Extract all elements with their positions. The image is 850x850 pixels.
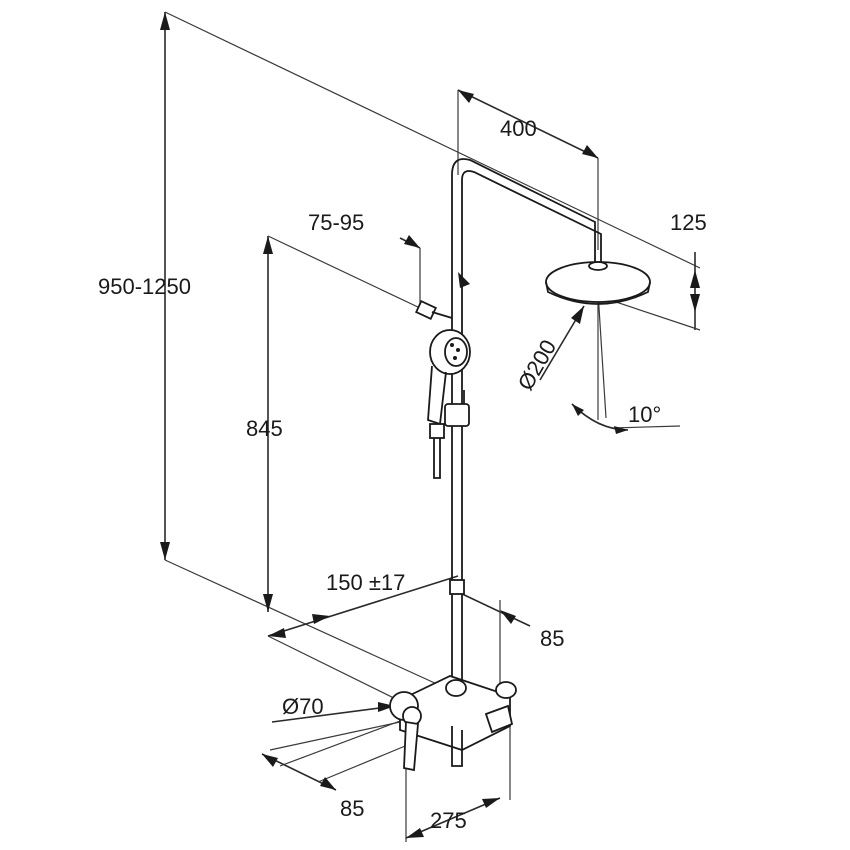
mixer-depth-arrow-right	[320, 777, 336, 790]
head-diameter-arrow	[571, 306, 584, 324]
spray-nozzle	[450, 343, 454, 347]
mixer-centres-arrow-left	[268, 628, 286, 638]
mixer-centres-label: 150 ±17	[326, 570, 405, 595]
dimension-lines	[160, 11, 701, 842]
wall-bracket-arm	[431, 311, 453, 319]
hand-shower-handle	[427, 365, 447, 426]
spray-nozzle	[456, 348, 460, 352]
tilt-arc	[571, 403, 629, 431]
head-diameter-label: Ø200	[513, 335, 562, 394]
handle-diameter-extension	[269, 721, 401, 751]
tilt-arrow-left	[572, 404, 584, 416]
bath-spout	[451, 726, 463, 767]
handle-diameter-label: Ø70	[282, 694, 324, 719]
spray-nozzle	[453, 356, 457, 360]
head-tilt-line	[597, 291, 607, 419]
handle-diameter-leader	[271, 705, 396, 723]
head-drop-arrow-top	[690, 270, 700, 288]
mixer-depth-extension-2	[317, 743, 411, 783]
mixer-body	[399, 675, 511, 751]
diverter-knob	[495, 681, 517, 699]
hand-shower-face	[444, 337, 468, 367]
arm-length-line	[457, 89, 599, 159]
mixer-centres-line	[267, 575, 459, 637]
spout-width-line	[405, 797, 501, 839]
top-extension-line	[164, 11, 701, 269]
riser-connector	[445, 679, 467, 697]
spout-width-label: 275	[430, 808, 467, 833]
hose-stub	[433, 438, 441, 479]
arm-arrow-right	[582, 145, 598, 158]
slider-height-label: 845	[246, 416, 283, 441]
slider-offset-label: 75-95	[308, 210, 364, 235]
slider-top-extension	[267, 235, 421, 309]
slide-holder	[444, 403, 470, 427]
spout-outlet	[484, 704, 514, 734]
slider-height-arrow-bottom	[263, 594, 273, 612]
total-height-arrow-top	[160, 12, 170, 30]
riser-offset-arrow	[500, 610, 516, 624]
total-height-label: 950-1250	[98, 274, 191, 299]
shower-head-joint	[588, 261, 608, 271]
mixer-depth-arrow-left	[262, 754, 278, 767]
mixer-left-extension	[267, 635, 411, 707]
wall-bracket	[415, 299, 437, 321]
tilt-reference-line	[611, 425, 681, 429]
shower-parts	[389, 158, 651, 772]
riser-pipe-inner	[461, 170, 602, 690]
riser-offset-label: 85	[540, 626, 564, 651]
mixer-centres-arrow-mid	[312, 614, 330, 624]
mixer-depth-label: 85	[340, 796, 364, 821]
slider-height-arrow-top	[263, 236, 273, 254]
head-drop-arrow-bottom	[690, 294, 700, 312]
spout-width-arrow-right	[482, 798, 500, 808]
head-tilt-label: 10°	[628, 402, 661, 427]
riser-collar	[449, 579, 465, 595]
hose-connector	[429, 423, 445, 439]
tilt-arrow-right	[614, 426, 628, 434]
shower-head-rim	[545, 281, 651, 305]
arm-arrow-left	[458, 90, 474, 103]
arm-length-label: 400	[500, 116, 537, 141]
riser-pipe-outer	[451, 158, 596, 690]
mixer-depth-extension-1	[279, 717, 409, 767]
head-drop-label: 125	[670, 210, 707, 235]
total-height-arrow-bottom	[160, 542, 170, 560]
bottom-extension-line	[164, 559, 451, 691]
mixer-lever	[403, 720, 419, 772]
slider-offset-arrow-right	[458, 272, 470, 288]
riser-offset-line	[457, 591, 531, 627]
slider-offset-arrow	[404, 235, 420, 248]
spout-width-arrow-left	[406, 828, 424, 838]
handle-diameter-arrow	[378, 702, 395, 712]
